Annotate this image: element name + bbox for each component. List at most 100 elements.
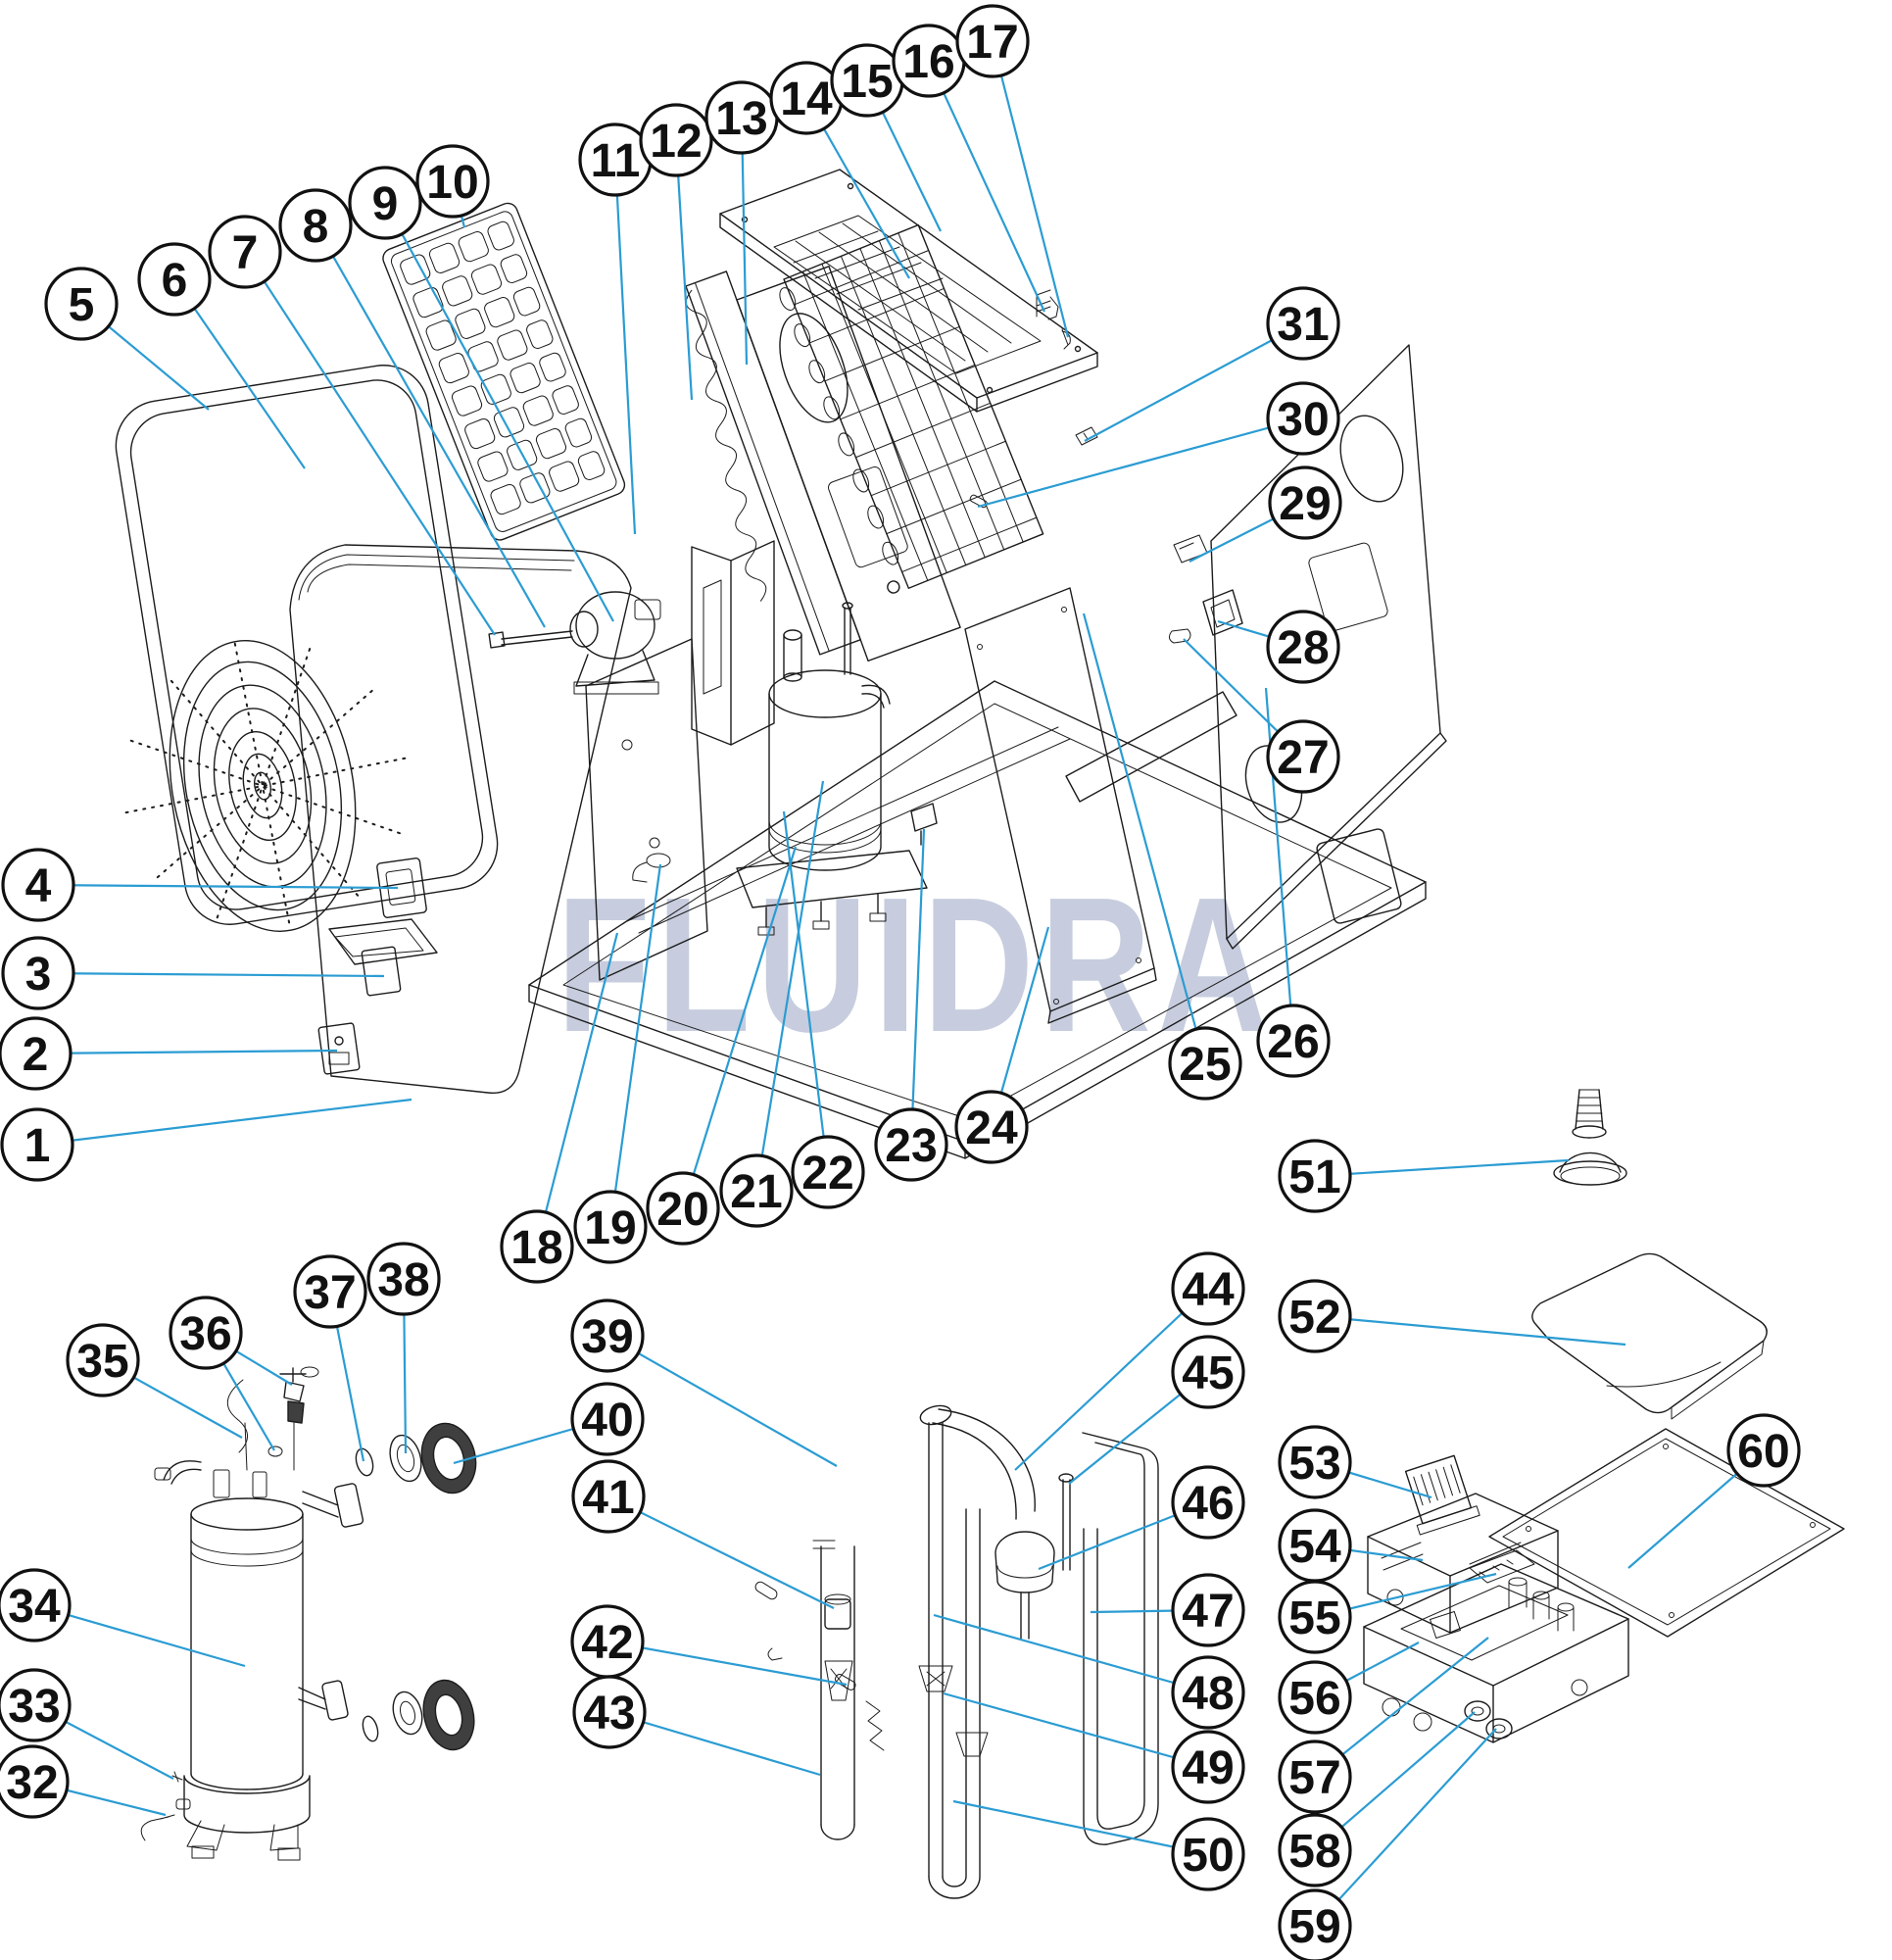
callout-number-3: 3 [25,949,52,1001]
callout-circle-7 [208,215,282,289]
callout-circle-20 [646,1171,720,1246]
callout-number-1: 1 [24,1120,51,1172]
callout-circle-37 [293,1254,367,1329]
callout-circle-47 [1171,1573,1245,1647]
callout-number-52: 52 [1288,1292,1340,1344]
callout-number-14: 14 [780,74,833,125]
top-cover-drawing [719,169,1098,413]
fan-grille-icon [119,640,407,932]
callout-circle-52 [1278,1279,1352,1353]
leader-line-16 [928,60,1045,313]
callout-24: 24 [954,926,1050,1164]
chassis-panel-drawing [736,266,961,662]
callout-number-32: 32 [6,1757,58,1809]
callout-number-13: 13 [715,93,767,145]
callout-38: 38 [366,1242,441,1454]
callout-number-54: 54 [1288,1521,1341,1573]
leader-line-21 [754,780,825,1192]
callout-number-29: 29 [1279,478,1331,530]
callout-19: 19 [573,863,662,1264]
callout-circle-27 [1266,719,1340,794]
callout-number-60: 60 [1737,1426,1789,1478]
line-art [115,169,1845,1899]
callout-circle-31 [1266,286,1340,361]
callout-40: 40 [453,1382,645,1465]
callout-32: 32 [0,1744,167,1819]
callout-number-22: 22 [801,1148,853,1200]
callout-circle-41 [571,1459,646,1534]
callout-25: 25 [1082,612,1242,1101]
callout-number-46: 46 [1182,1478,1234,1530]
callout-number-17: 17 [966,17,1018,69]
callout-35: 35 [66,1323,243,1439]
callout-number-7: 7 [232,227,259,279]
leader-line-11 [613,159,637,535]
leader-line-50 [952,1799,1209,1856]
callout-circle-2 [0,1016,73,1091]
callout-number-41: 41 [582,1472,634,1524]
callout-number-25: 25 [1179,1039,1231,1091]
callout-circle-34 [0,1568,72,1642]
callout-number-9: 9 [372,178,399,230]
callout-number-39: 39 [581,1311,633,1363]
callout-circle-35 [66,1323,140,1397]
callout-circle-39 [570,1298,645,1373]
callout-circle-30 [1266,381,1340,456]
callout-circle-58 [1278,1813,1352,1887]
callout-57: 57 [1278,1637,1489,1814]
callout-circle-40 [570,1382,645,1456]
callout-23: 23 [874,828,948,1182]
callout-circle-53 [1278,1425,1352,1499]
callout-circle-48 [1171,1655,1245,1730]
leader-line-48 [933,1613,1209,1694]
callout-circle-12 [639,103,713,177]
callout-48: 48 [933,1613,1245,1730]
callout-circle-24 [954,1090,1029,1164]
callout-circle-29 [1268,466,1342,540]
callout-number-57: 57 [1288,1752,1340,1804]
callout-20: 20 [646,846,798,1246]
callout-circle-6 [137,242,212,317]
leader-line-42 [606,1640,848,1687]
leader-line-8 [315,224,546,628]
callout-circle-44 [1171,1251,1245,1326]
callout-circle-1 [0,1107,74,1182]
callout-number-34: 34 [8,1581,61,1633]
callout-circle-55 [1278,1580,1352,1654]
callout-number-21: 21 [730,1166,782,1218]
callout-number-27: 27 [1277,732,1329,784]
callout-circle-4 [1,848,75,922]
leader-line-6 [173,278,306,469]
fan-motor-drawing [488,591,661,695]
callout-number-36: 36 [179,1308,231,1360]
callout-2: 2 [0,1016,338,1091]
callout-54: 54 [1278,1508,1424,1583]
callout-number-15: 15 [841,56,893,108]
callout-circle-46 [1171,1465,1245,1540]
callout-3: 3 [1,936,385,1010]
leader-line-20 [681,846,798,1209]
callout-number-30: 30 [1277,394,1329,446]
callout-number-42: 42 [581,1617,633,1669]
callout-15: 15 [830,43,942,232]
callout-number-6: 6 [162,255,188,307]
callout-26: 26 [1256,687,1331,1078]
callout-circle-25 [1168,1026,1242,1101]
callout-50: 50 [952,1799,1245,1891]
leader-line-2 [34,1049,338,1055]
callout-circle-59 [1278,1888,1352,1960]
leader-line-19 [608,863,662,1228]
callout-47: 47 [1090,1573,1245,1647]
callout-number-4: 4 [25,860,52,912]
leader-line-31 [1084,322,1304,442]
callout-circle-8 [278,188,353,263]
callout-number-10: 10 [426,157,478,209]
callout-circle-45 [1171,1335,1245,1409]
callout-circle-57 [1278,1740,1352,1814]
callout-number-58: 58 [1288,1826,1340,1878]
callout-9: 9 [348,166,614,622]
front-housing-drawing [115,365,499,932]
callout-number-40: 40 [581,1395,633,1446]
callout-60: 60 [1627,1413,1801,1569]
